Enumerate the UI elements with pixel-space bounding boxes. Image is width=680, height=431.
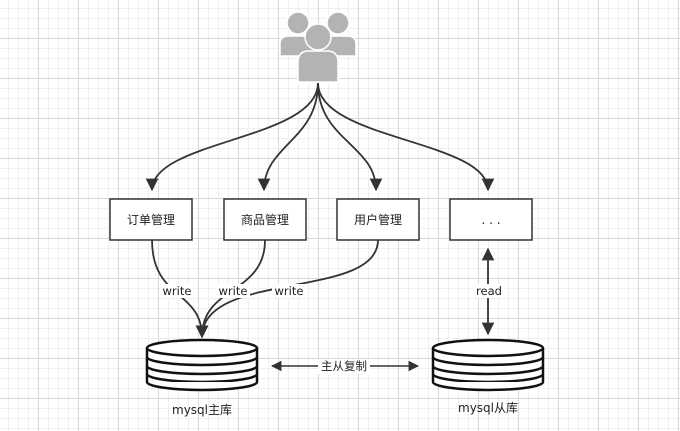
svg-text:订单管理: 订单管理 — [127, 212, 175, 227]
slave-db-label: mysql从库 — [458, 400, 518, 415]
write-label-1: write — [160, 284, 194, 298]
svg-text:write: write — [163, 284, 192, 298]
svg-text:商品管理: 商品管理 — [241, 212, 289, 227]
database-master-icon — [145, 338, 259, 392]
box-more: . . . — [449, 198, 533, 241]
write-label-2: write — [216, 284, 250, 298]
box-orders: 订单管理 — [109, 198, 193, 241]
svg-text:. . .: . . . — [481, 213, 500, 227]
write-label-3: write — [272, 284, 306, 298]
svg-text:主从复制: 主从复制 — [321, 359, 367, 373]
user-to-users-edge — [317, 82, 383, 192]
svg-text:write: write — [275, 284, 304, 298]
svg-text:write: write — [219, 284, 248, 298]
replication-label: 主从复制 — [318, 359, 370, 374]
svg-text:read: read — [476, 284, 502, 298]
box-products: 商品管理 — [223, 198, 307, 241]
user-to-orders-edge — [145, 82, 319, 192]
master-db-label: mysql主库 — [172, 402, 232, 417]
box-users: 用户管理 — [336, 198, 420, 241]
user-to-more-edge — [317, 82, 495, 192]
read-label: read — [473, 284, 505, 298]
svg-text:用户管理: 用户管理 — [354, 212, 402, 227]
user-to-products-edge — [257, 82, 319, 192]
users-group-icon — [279, 11, 357, 83]
database-slave-icon — [431, 338, 545, 392]
